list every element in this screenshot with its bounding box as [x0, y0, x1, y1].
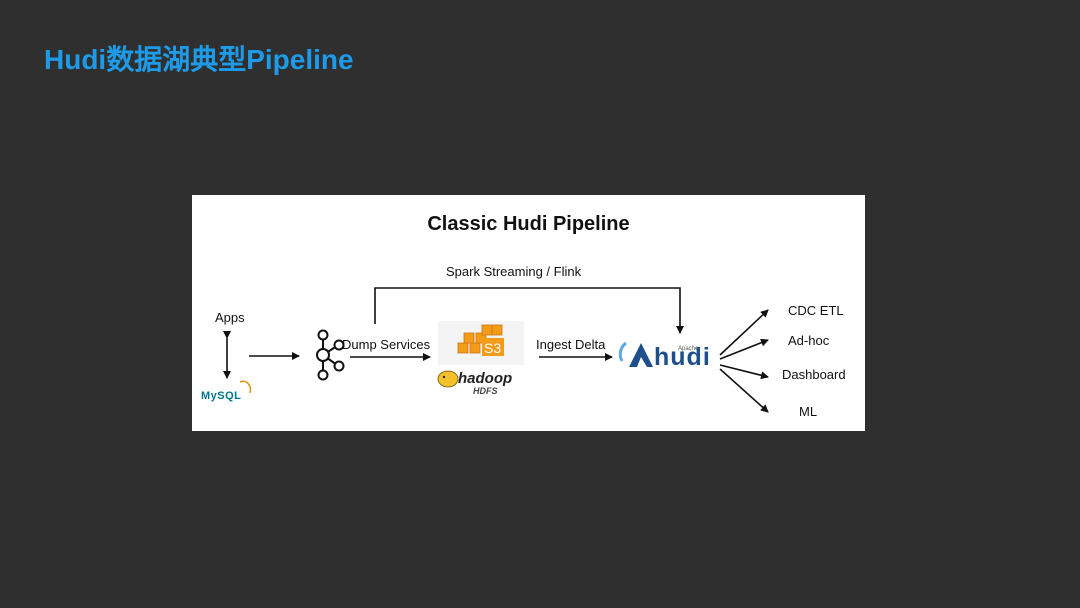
pipeline-diagram: Classic Hudi Pipeline Spark Streaming / …: [192, 195, 865, 431]
output-ml: ML: [799, 404, 818, 419]
arrow-to-dashboard: [719, 364, 769, 380]
hudi-logo-mark: [618, 341, 653, 367]
output-dashboard: Dashboard: [782, 367, 846, 382]
diagram-lines: [223, 287, 769, 413]
arrow-spark-streaming: [374, 287, 684, 334]
apps-label: Apps: [215, 310, 245, 325]
ingest-delta-label: Ingest Delta: [536, 337, 606, 352]
hudi-logo-apache: Apache: [678, 346, 699, 352]
output-adhoc: Ad-hoc: [788, 333, 830, 348]
mysql-dolphin-icon: [239, 380, 252, 394]
diagram-title: Classic Hudi Pipeline: [427, 213, 630, 235]
arrow-to-adhoc: [719, 338, 769, 360]
s3-logo-text: S3: [484, 340, 502, 356]
output-cdc-etl: CDC ETL: [788, 303, 844, 318]
hdfs-logo-text: HDFS: [473, 386, 498, 396]
arrow-to-cdc-etl: [719, 309, 769, 356]
kafka-icon: [316, 329, 345, 381]
arrow-to-ml: [719, 368, 769, 413]
mysql-logo-text: MySQL: [201, 390, 242, 402]
dump-services-label: Dump Services: [342, 337, 431, 352]
hadoop-elephant-icon: [437, 370, 459, 388]
s3-logo: [438, 321, 524, 365]
hadoop-logo-text: hadoop: [458, 370, 513, 387]
top-label: Spark Streaming / Flink: [446, 264, 582, 279]
slide-title: Hudi数据湖典型Pipeline: [44, 44, 354, 75]
hudi-logo-text: hudi: [654, 343, 711, 371]
